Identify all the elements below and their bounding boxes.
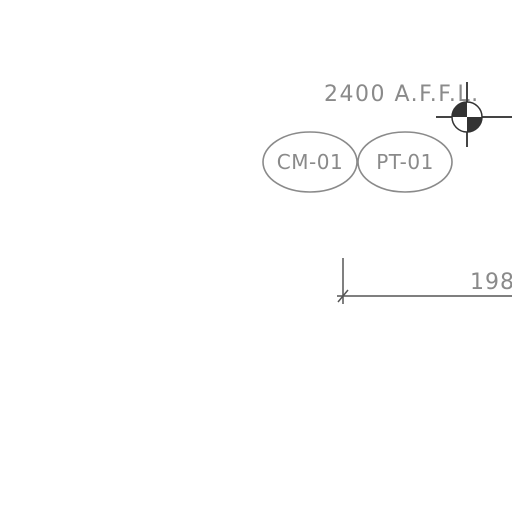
finish-tag-label: PT-01 [376,150,434,174]
finish-tag-outline [357,131,453,193]
finish-tag-outline [262,131,358,193]
level-annotation-label: 2400 A.F.F.L. [324,82,480,107]
dimension-tick [337,289,349,303]
dimension-value: 198 [470,270,512,295]
dimension-line [337,258,512,304]
finish-tag-cm-01: CM-01 [262,131,358,193]
finish-tag-pt-01: PT-01 [357,131,453,193]
finish-tag-label: CM-01 [277,150,343,174]
datum-target-icon [436,82,512,147]
